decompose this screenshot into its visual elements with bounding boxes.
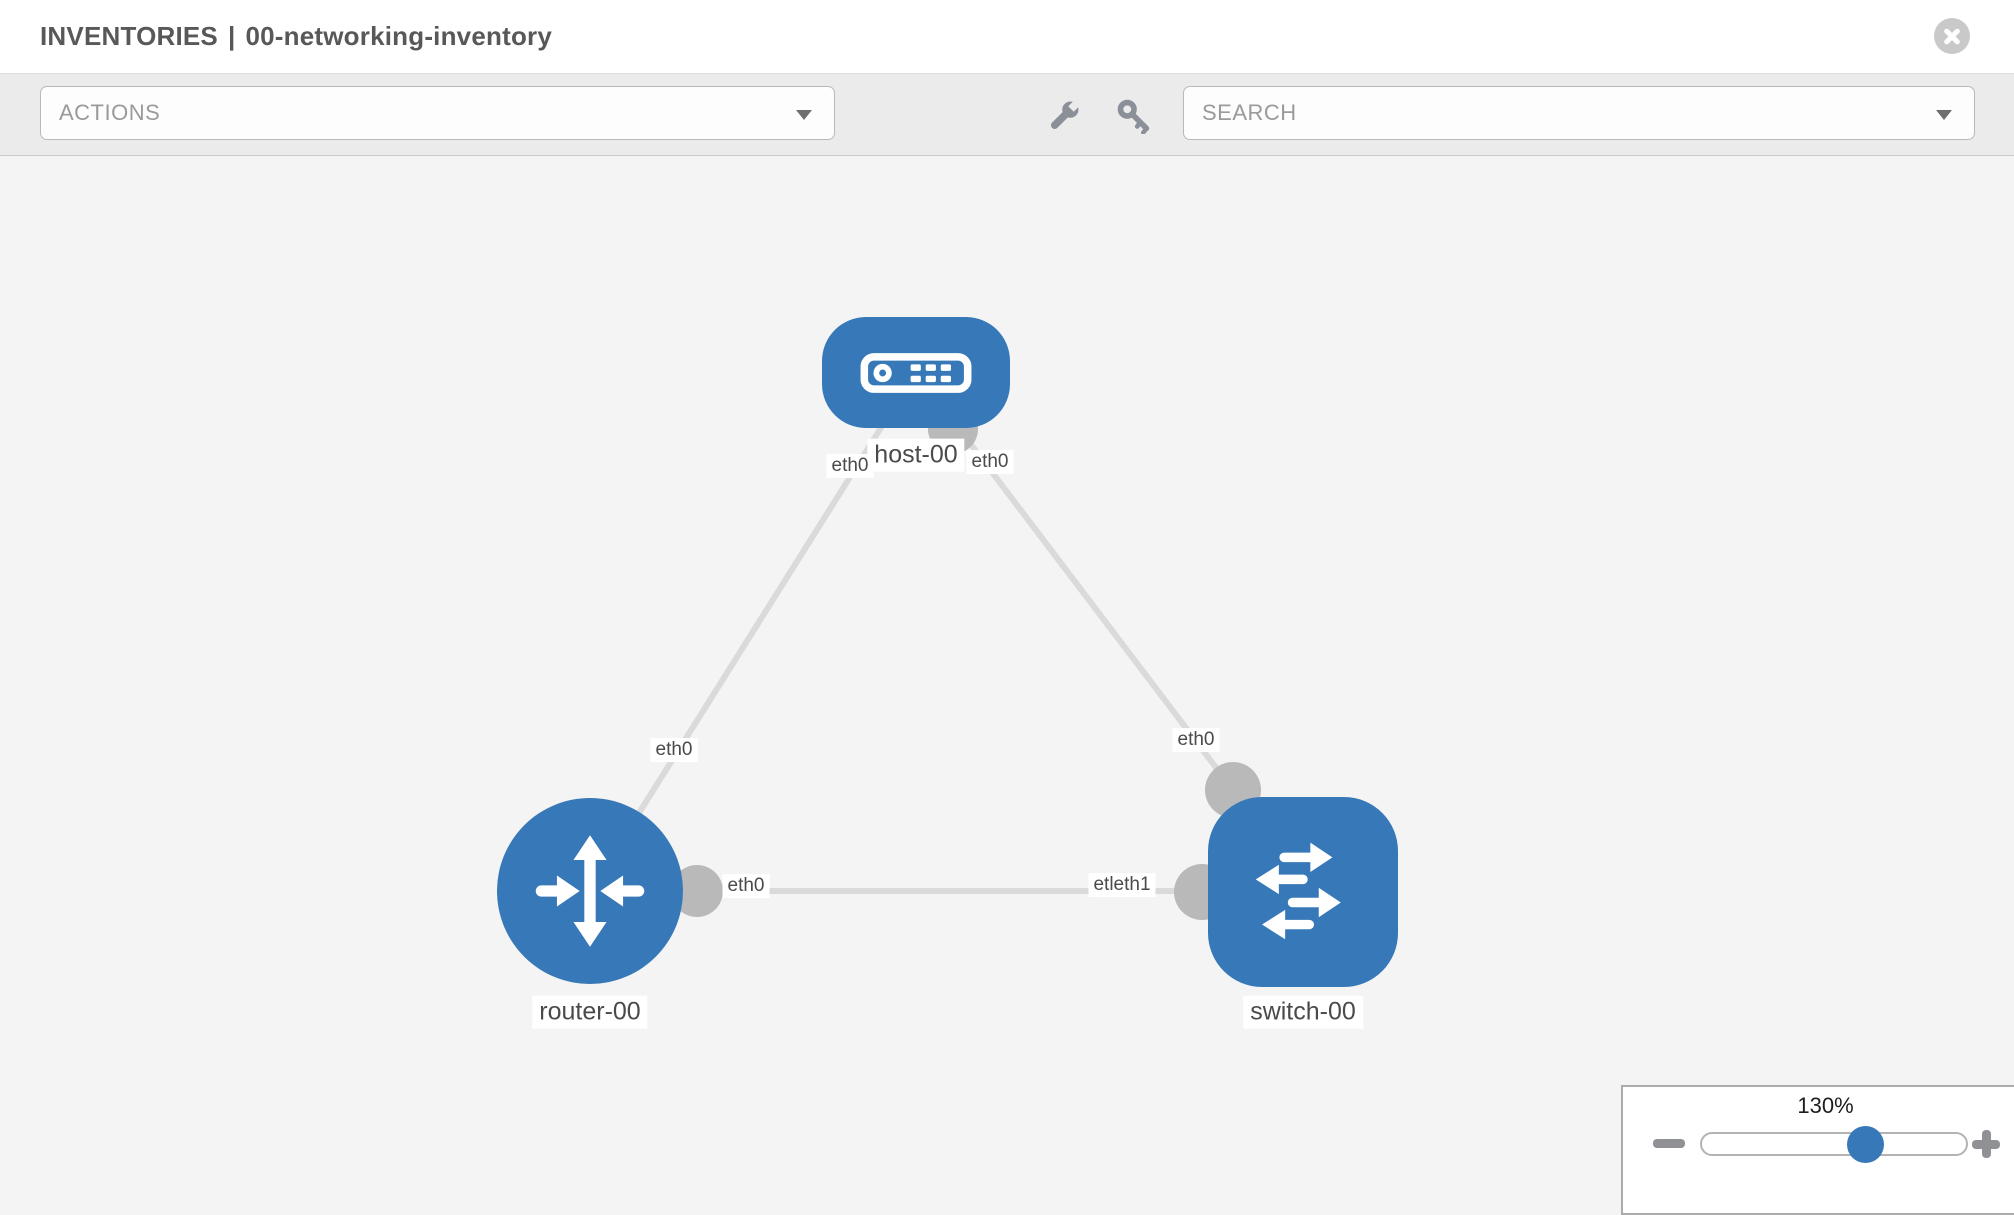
zoom-slider-knob[interactable] xyxy=(1847,1126,1884,1163)
zoom-level-value: 130% xyxy=(1797,1093,1854,1118)
if-label-router-host-host-end: eth0 xyxy=(826,454,874,478)
chevron-down-icon xyxy=(796,110,812,120)
if-label-host-switch-host-end: eth0 xyxy=(966,450,1014,474)
zoom-out-minus-icon[interactable] xyxy=(1653,1139,1685,1148)
node-host-00[interactable] xyxy=(822,317,1010,428)
page-header: INVENTORIES | 00-networking-inventory xyxy=(0,0,2014,74)
if-label-router-host-router-end: eth0 xyxy=(650,738,698,762)
switch-arrows-icon xyxy=(1255,842,1341,940)
search-dropdown-label: SEARCH xyxy=(1202,100,1297,125)
node-label-switch: switch-00 xyxy=(1243,995,1363,1029)
inventory-name: 00-networking-inventory xyxy=(245,21,553,51)
key-icon[interactable] xyxy=(1116,98,1152,134)
node-label-host: host-00 xyxy=(867,438,965,472)
breadcrumb-inventories[interactable]: INVENTORIES xyxy=(40,21,218,51)
node-switch-00[interactable] xyxy=(1208,797,1398,987)
plus-vertical-bar xyxy=(1981,1130,1991,1158)
actions-dropdown-label: ACTIONS xyxy=(59,100,161,125)
zoom-control-panel: 130% xyxy=(1621,1085,2014,1215)
if-label-router-switch-switch-end: etleth1 xyxy=(1088,873,1156,897)
router-arrows-icon xyxy=(535,835,645,947)
server-icon xyxy=(860,352,972,393)
if-label-host-switch-switch-end: eth0 xyxy=(1172,728,1220,752)
if-label-router-switch-router-end: eth0 xyxy=(722,874,770,898)
actions-dropdown[interactable]: ACTIONS xyxy=(40,86,835,140)
page-title: INVENTORIES | 00-networking-inventory xyxy=(40,21,552,52)
search-dropdown[interactable]: SEARCH xyxy=(1183,86,1975,140)
chevron-down-icon xyxy=(1936,110,1952,120)
zoom-in-plus-icon[interactable] xyxy=(1972,1130,2000,1158)
wrench-icon[interactable] xyxy=(1046,98,1082,134)
zoom-slider-track[interactable] xyxy=(1700,1132,1968,1156)
node-label-router: router-00 xyxy=(532,995,648,1029)
close-button[interactable] xyxy=(1934,18,1970,54)
node-router-00[interactable] xyxy=(497,798,683,984)
toolbar: ACTIONS SEARCH xyxy=(0,74,2014,156)
title-separator: | xyxy=(227,21,236,51)
